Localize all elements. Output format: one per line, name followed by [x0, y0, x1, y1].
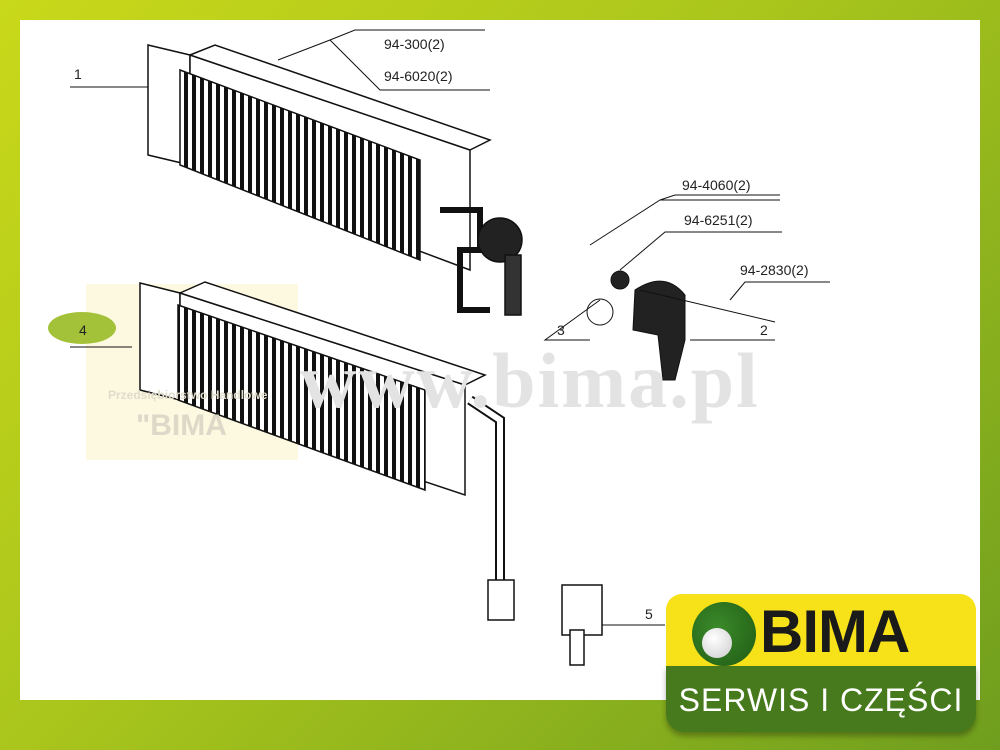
- bima-logo: BIMA SERWIS I CZĘŚCI: [666, 594, 976, 736]
- logo-ball-highlight-icon: [702, 628, 732, 658]
- highlight-badge: [48, 312, 116, 344]
- callout-5: 5: [645, 606, 653, 622]
- callout-ref-94-2830: 94-2830(2): [740, 262, 809, 278]
- watermark-company: "BIMA: [136, 409, 227, 442]
- leader-lines: [70, 29, 830, 626]
- callout-3: 3: [557, 322, 565, 338]
- callout-ref-94-300: 94-300(2): [384, 36, 445, 52]
- callout-2: 2: [760, 322, 768, 338]
- watermark-company-small: Przedsiębiorstwo Handlowe: [108, 388, 268, 402]
- callout-4: 4: [79, 322, 87, 338]
- callout-ref-94-6020: 94-6020(2): [384, 68, 453, 84]
- heater-core-lower: [139, 281, 603, 666]
- callout-ref-94-6251: 94-6251(2): [684, 212, 753, 228]
- valve-parts: [586, 270, 686, 381]
- logo-bottom-band: [666, 666, 976, 732]
- watermark-url: www.bima.pl: [300, 337, 760, 424]
- logo-brand: BIMA: [760, 598, 910, 665]
- marker-dot: [548, 401, 552, 405]
- heater-core-upper: [147, 44, 523, 316]
- logo-tagline: SERWIS I CZĘŚCI: [678, 682, 964, 718]
- callout-ref-94-4060: 94-4060(2): [682, 177, 751, 193]
- callout-1: 1: [74, 66, 82, 82]
